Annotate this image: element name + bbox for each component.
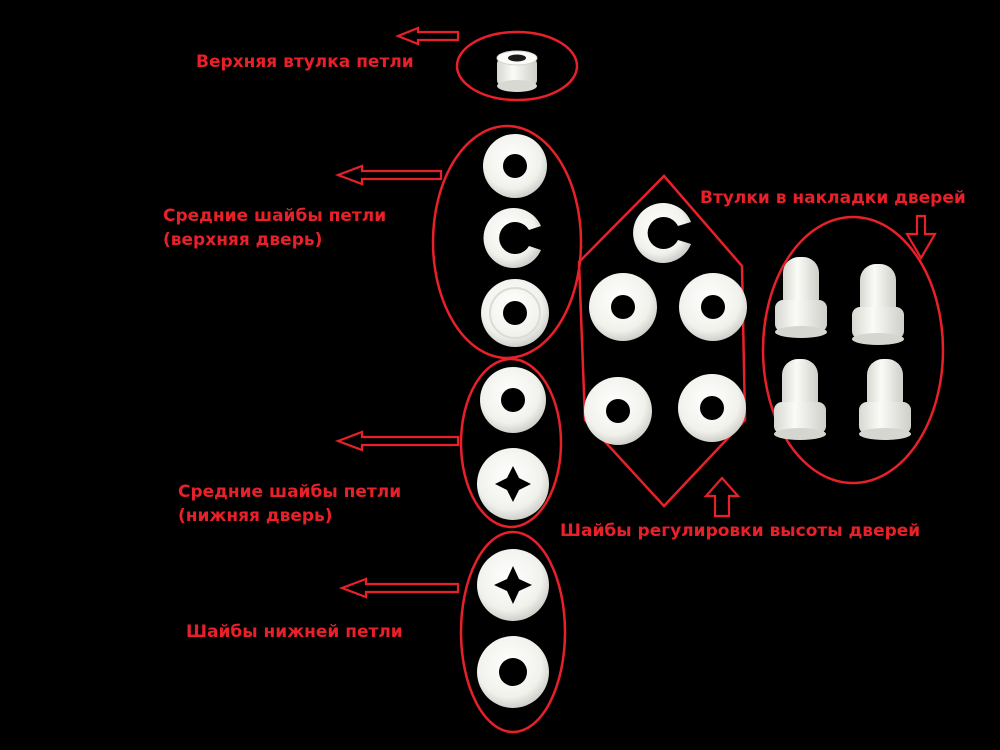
label-middle-lower-line1: Средние шайбы петли xyxy=(178,482,402,502)
outline-height-washers xyxy=(577,174,747,508)
label-height-washers: Шайбы регулировки высоты дверей xyxy=(560,519,920,543)
arrow-left-outline-icon xyxy=(334,430,460,452)
label-middle-lower-line2: (нижняя дверь) xyxy=(178,506,333,526)
door-trim-bushings xyxy=(774,257,911,440)
arrow-left-outline-icon xyxy=(334,164,443,186)
outline-middle-lower xyxy=(459,357,563,529)
label-top-bushing-text: Верхняя втулка петли xyxy=(196,52,414,72)
label-middle-upper: Средние шайбы петли (верхняя дверь) xyxy=(163,204,386,252)
label-middle-upper-line2: (верхняя дверь) xyxy=(163,230,323,250)
arrow-left-outline-icon xyxy=(395,26,460,46)
top-bushing-part xyxy=(496,50,538,92)
outline-bottom-hinge xyxy=(459,530,567,734)
label-middle-lower: Средние шайбы петли (нижняя дверь) xyxy=(178,480,401,528)
label-door-trim-bushings: Втулки в накладки дверей xyxy=(700,186,966,210)
arrow-up-outline-icon xyxy=(703,476,741,518)
middle-upper-washers xyxy=(481,134,549,347)
label-bottom-hinge: Шайбы нижней петли xyxy=(186,620,403,644)
label-middle-upper-line1: Средние шайбы петли xyxy=(163,206,387,226)
outline-middle-upper xyxy=(431,124,583,360)
arrow-left-outline-icon xyxy=(338,577,460,599)
label-height-washers-text: Шайбы регулировки высоты дверей xyxy=(560,521,921,541)
outline-door-trim xyxy=(761,215,945,485)
label-top-bushing: Верхняя втулка петли xyxy=(196,50,414,74)
label-door-trim-bushings-text: Втулки в накладки дверей xyxy=(700,188,966,208)
height-washers xyxy=(584,203,747,445)
outline-top-bushing xyxy=(455,30,579,102)
bottom-hinge-washers xyxy=(477,549,549,708)
middle-lower-washers xyxy=(477,367,549,520)
label-bottom-hinge-text: Шайбы нижней петли xyxy=(186,622,403,642)
arrow-down-outline-icon xyxy=(905,214,937,261)
